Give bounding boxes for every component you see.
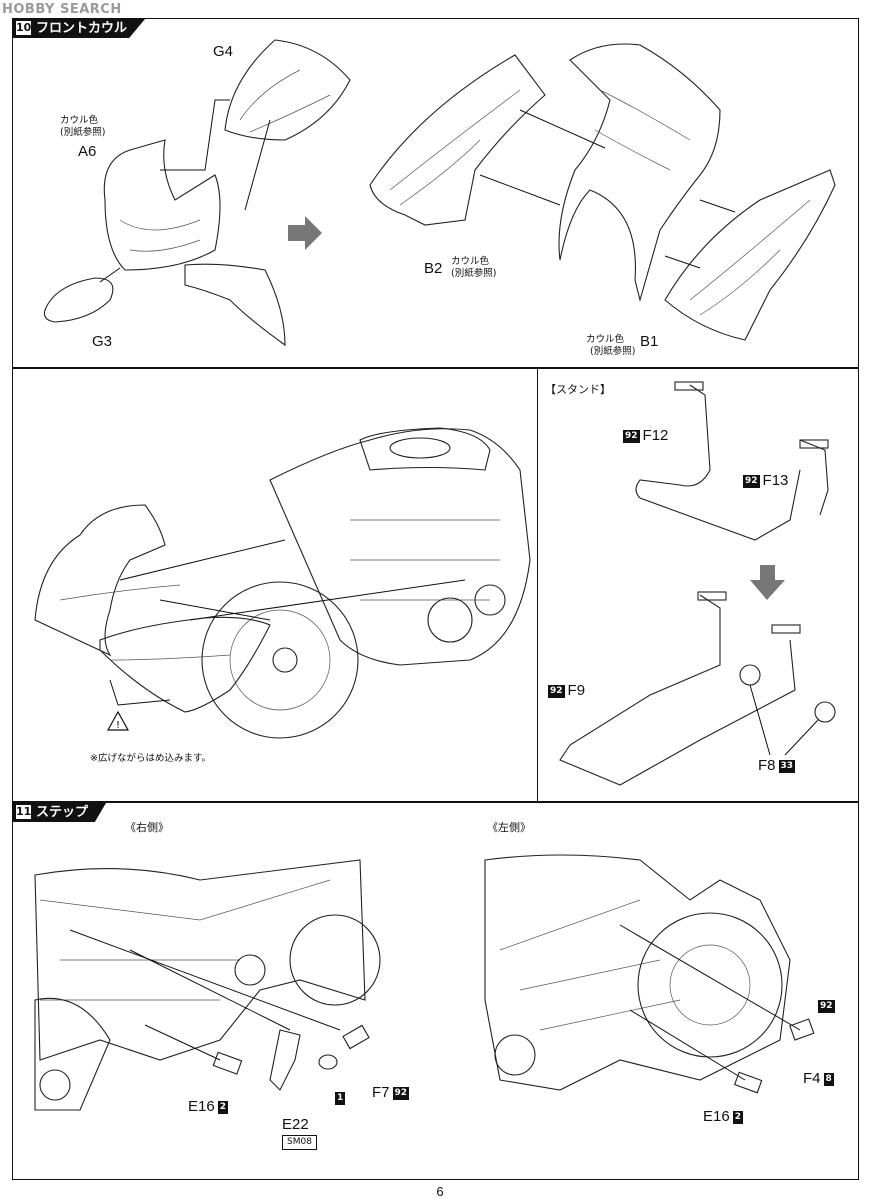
step10-header: 10 フロントカウル <box>13 19 146 38</box>
label-f4: F4 <box>803 1070 821 1087</box>
label-f7: F7 <box>372 1084 390 1101</box>
watermark: HOBBY SEARCH <box>2 2 122 17</box>
part-1-badge: 1 <box>335 1092 346 1105</box>
label-a6-ref: (別紙参照) <box>60 127 106 138</box>
label-b1-ref: (別紙参照) <box>590 346 636 357</box>
label-f13: F13 <box>762 472 789 489</box>
e16-left-qty-badge: 2 <box>732 1111 743 1124</box>
label-a6-color: カウル色 <box>60 115 99 126</box>
f13-color-badge: 92 <box>743 475 760 488</box>
insert-note: ※広げながらはめ込みます。 <box>90 753 212 764</box>
cowl-exploded-illustration <box>43 39 836 347</box>
label-g4: G4 <box>213 43 234 60</box>
label-b2: B2 <box>424 260 443 277</box>
step11-title: ステップ <box>36 805 89 820</box>
step11-number: 11 <box>16 805 32 819</box>
badge-1-group: 1 <box>332 1089 348 1106</box>
f7-color-badge: 92 <box>392 1087 410 1100</box>
step10-panel: 10 フロントカウル <box>12 18 859 368</box>
left-side-label: 《左側》 <box>487 821 531 834</box>
label-f12: F12 <box>642 427 669 444</box>
stand-panel <box>537 368 859 802</box>
step11-panel: 11 ステップ <box>12 802 859 1180</box>
label-a6: A6 <box>78 143 97 160</box>
page-number: 6 <box>436 1184 444 1199</box>
label-f8: F8 <box>758 757 776 774</box>
step10-number: 10 <box>16 21 32 35</box>
label-f9: F9 <box>567 682 586 699</box>
f8-color-badge: 33 <box>778 760 796 773</box>
label-g3: G3 <box>92 333 113 350</box>
f9-color-badge: 92 <box>548 685 565 698</box>
step10-title: フロントカウル <box>36 21 128 36</box>
bike-front-assembly-illustration: ! <box>34 381 836 786</box>
e22-sm08-box: SM08 <box>282 1135 317 1150</box>
label-b2-color: カウル色 <box>451 256 490 267</box>
label-b1: B1 <box>640 333 659 350</box>
f4-qty-badge: 8 <box>823 1073 834 1086</box>
label-e22: E22 <box>282 1116 309 1133</box>
label-b2-ref: (別紙参照) <box>451 268 497 279</box>
label-b1-color: カウル色 <box>586 334 625 345</box>
label-e16-left: E16 <box>703 1108 730 1125</box>
assembly-panel <box>12 368 859 802</box>
stand-title: 【スタンド】 <box>545 383 611 396</box>
step11-header: 11 ステップ <box>13 803 107 822</box>
svg-text:!: ! <box>116 720 120 731</box>
f12-color-badge: 92 <box>623 430 640 443</box>
f4-top-color-badge: 92 <box>818 1000 835 1013</box>
label-e16-right: E16 <box>188 1098 215 1115</box>
e16-right-qty-badge: 2 <box>217 1101 228 1114</box>
right-side-label: 《右側》 <box>125 821 169 834</box>
f4-top-badge-group: 92 <box>815 997 838 1014</box>
